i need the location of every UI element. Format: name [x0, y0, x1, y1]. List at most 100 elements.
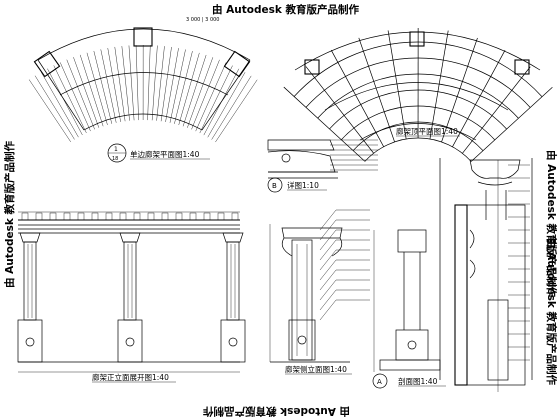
rafter-line	[195, 62, 227, 132]
rafter-line	[28, 79, 71, 143]
side-elevation	[269, 209, 370, 363]
grid-radial	[358, 37, 395, 143]
svg-text:3 000 | 3 000: 3 000 | 3 000	[186, 17, 220, 23]
beam-end	[77, 212, 85, 221]
rafter-line	[121, 46, 130, 121]
leader-line	[319, 239, 337, 261]
rafter-line	[207, 72, 246, 138]
grid-radial	[470, 87, 553, 162]
rafter-line	[147, 45, 151, 121]
grid-arc	[341, 105, 496, 141]
detail-b: B 详图1:10	[267, 139, 378, 193]
column-medallion	[125, 337, 135, 347]
beam-end	[189, 212, 197, 221]
rafter-line	[86, 52, 108, 126]
grid-arc	[352, 121, 484, 151]
grid-radial	[452, 50, 506, 147]
leader-line	[319, 219, 337, 241]
detail-b-marker	[267, 177, 283, 193]
beam-end	[203, 212, 211, 221]
leader-line	[319, 289, 337, 311]
column-medallion	[25, 337, 35, 347]
plan-top	[283, 27, 553, 162]
grid-radial	[441, 37, 478, 143]
watermark-right-lower: 由 Autodesk 教育版产品制作	[545, 238, 558, 386]
watermark-top: 由 Autodesk 教育版产品制作	[212, 3, 360, 16]
grid-radial	[305, 66, 374, 154]
rafter-line	[53, 65, 87, 134]
column-detail	[439, 158, 533, 392]
rafter-line	[66, 59, 95, 130]
grid-arc	[364, 137, 472, 162]
rafter-line	[73, 57, 100, 128]
beam-end	[105, 212, 113, 221]
beam-end	[175, 212, 183, 221]
rafter-line	[135, 45, 139, 121]
grid-arc	[329, 89, 507, 130]
rafter-line	[211, 75, 252, 140]
rafter-line	[169, 49, 186, 123]
caption-section: 剖面图1:40	[398, 376, 438, 386]
front-elevation	[17, 211, 246, 373]
post-top-right	[514, 59, 530, 75]
grid-arc	[293, 41, 543, 97]
post-plan-right	[223, 50, 251, 78]
rafter-line	[165, 48, 179, 123]
rafter-line	[187, 57, 214, 128]
section-a-marker	[372, 373, 388, 389]
leader-line	[319, 259, 337, 281]
beam-end	[133, 212, 141, 221]
rafter-line	[79, 54, 104, 127]
leader-line	[319, 299, 337, 321]
column-capital	[222, 232, 244, 243]
beam-end	[161, 212, 169, 221]
rafter-line	[47, 68, 83, 136]
column-shaft	[123, 241, 137, 321]
beam-end	[231, 212, 239, 221]
rafter-line	[93, 50, 113, 124]
beam-end	[217, 212, 225, 221]
column-pedestal	[17, 319, 43, 363]
watermark-left: 由 Autodesk 教育版产品制作	[3, 140, 16, 288]
leader-line	[319, 249, 337, 271]
column-shaft	[23, 241, 37, 321]
grid-radial	[283, 86, 366, 162]
watermark-right-upper: 由 Autodesk 教育版产品制作	[545, 150, 558, 298]
column-shaft	[226, 241, 240, 321]
caption-detail: 详图1:10	[287, 180, 319, 190]
rafter-line	[41, 71, 79, 138]
beam-end	[49, 212, 57, 221]
caption-plan-top: 廊架顶平面图1:40	[396, 126, 458, 136]
plan-single-label: 1 18 单边廊架平面图1:40	[107, 143, 210, 163]
rafter-line	[215, 79, 258, 143]
caption-plan-single: 单边廊架平面图1:40	[130, 149, 200, 159]
rafter-line	[107, 48, 121, 122]
caption-front-elevation: 廊架正立面展开图1:40	[92, 372, 169, 382]
grid-arc	[305, 57, 531, 108]
rafter-line	[60, 62, 91, 132]
grid-arc	[317, 73, 519, 119]
rafter-line	[100, 49, 117, 123]
leader-line	[319, 269, 337, 291]
callout-sheet: 18	[112, 156, 118, 162]
column-pedestal	[220, 319, 246, 363]
beam-end	[35, 212, 43, 221]
leader-line	[319, 209, 337, 231]
rafter-line	[174, 51, 193, 124]
leader-line	[319, 229, 337, 251]
post-plan-left	[33, 50, 61, 78]
grid-radial	[387, 30, 407, 140]
post-plan-center	[133, 27, 153, 47]
rafter-line	[182, 54, 207, 127]
grid-radial	[462, 66, 531, 154]
rafter-line	[191, 59, 220, 130]
callout-number: 1	[114, 146, 118, 153]
rafter-line	[203, 68, 240, 136]
rafter-line	[114, 46, 126, 122]
column-medallion	[228, 337, 238, 347]
beam-end	[91, 212, 99, 221]
caption-side-elevation: 廊架侧立面图1:40	[285, 364, 347, 374]
leader-line	[319, 279, 337, 301]
beam-end	[119, 212, 127, 221]
